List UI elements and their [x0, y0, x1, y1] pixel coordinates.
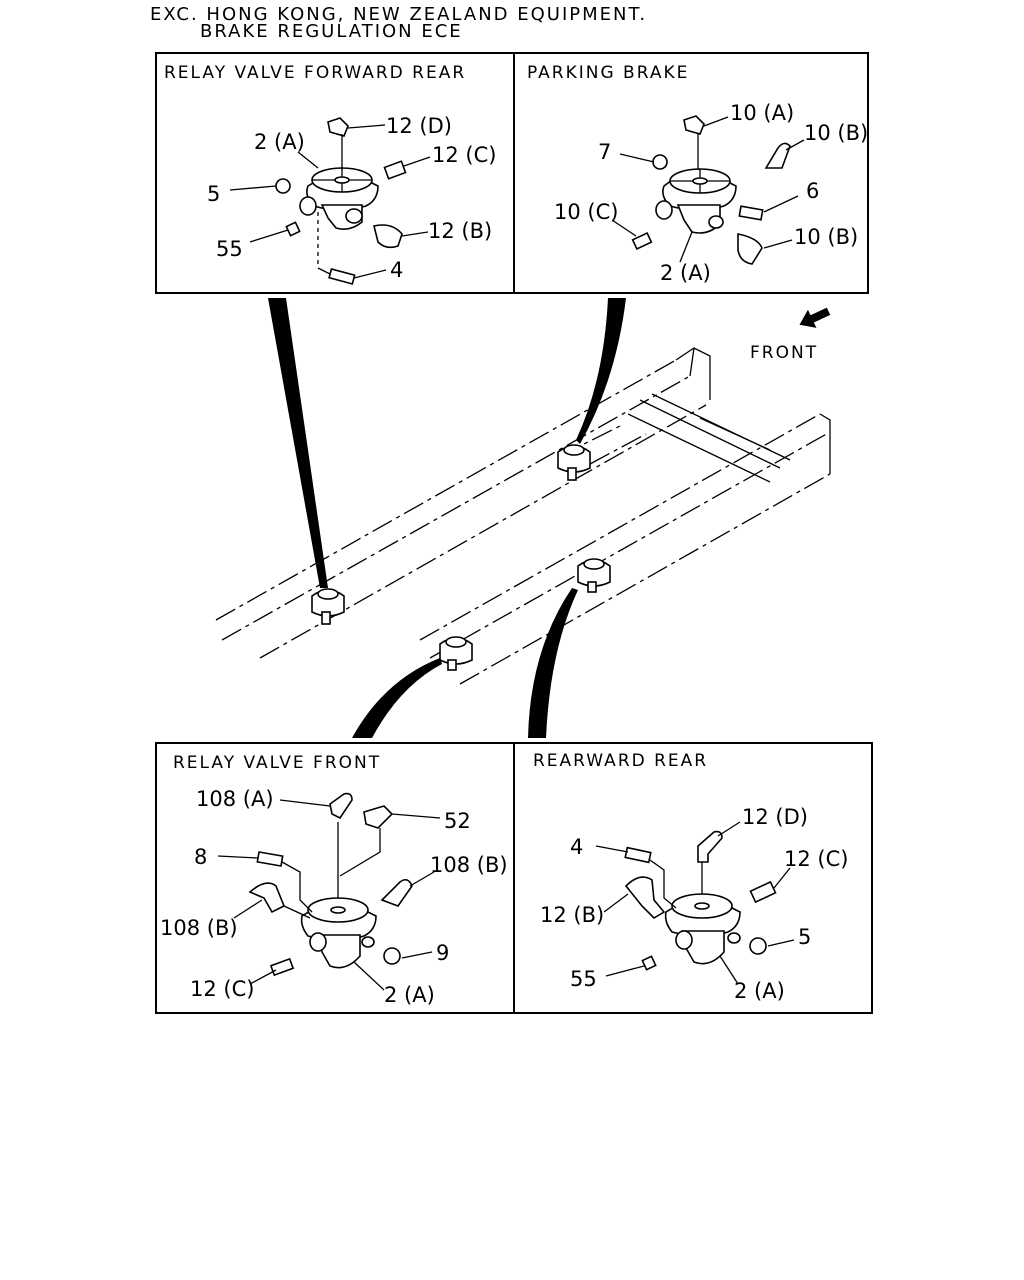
fitting-12d — [327, 117, 349, 137]
nut-9 — [383, 947, 401, 965]
plug-55 — [285, 221, 301, 237]
label-9: 9 — [436, 941, 449, 965]
callout-wedge-parking — [576, 298, 626, 444]
bolt-4 — [328, 268, 356, 285]
label-12c-front: 12 (C) — [190, 977, 254, 1001]
panel-title-relay-forward-rear: RELAY VALVE FORWARD REAR — [164, 63, 466, 83]
fitting-10b-lower — [737, 233, 763, 265]
label-7: 7 — [598, 140, 611, 164]
fitting-108b-right — [380, 878, 413, 907]
label-12d-rear: 12 (D) — [742, 805, 808, 829]
callout-wedge-front — [352, 658, 442, 738]
fitting-108a — [329, 792, 353, 820]
top-panel-frame — [155, 52, 869, 294]
fitting-12d-rear — [697, 830, 723, 863]
label-5-rear: 5 — [798, 925, 811, 949]
label-10a: 10 (A) — [730, 101, 794, 125]
bolt-8 — [256, 851, 284, 867]
label-55-rear: 55 — [570, 967, 597, 991]
label-4: 4 — [390, 258, 403, 282]
fitting-52 — [363, 805, 394, 829]
nut-7 — [652, 154, 668, 170]
label-6: 6 — [806, 179, 819, 203]
panel-title-relay-front: RELAY VALVE FRONT — [173, 753, 381, 773]
label-2a: 2 (A) — [254, 130, 305, 154]
front-arrow-icon — [799, 307, 831, 328]
label-108a: 108 (A) — [196, 787, 274, 811]
fitting-10c — [631, 232, 653, 250]
label-12c: 12 (C) — [432, 143, 496, 167]
label-8: 8 — [194, 845, 207, 869]
valve-relay-front — [300, 897, 377, 969]
callout-wedge-rearward-rear — [528, 588, 578, 738]
fitting-12b — [373, 224, 403, 249]
label-12c-rear: 12 (C) — [784, 847, 848, 871]
label-108b-right: 108 (B) — [430, 853, 508, 877]
fitting-108b-left — [248, 882, 286, 914]
panel-title-rearward-rear: REARWARD REAR — [533, 751, 708, 771]
header-line-2: BRAKE REGULATION ECE — [200, 21, 463, 42]
nut-5 — [275, 178, 291, 194]
label-55: 55 — [216, 237, 243, 261]
front-label: FRONT — [750, 343, 818, 363]
label-2a-parking: 2 (A) — [660, 261, 711, 285]
fitting-12c-rear — [749, 880, 777, 904]
bolt-4-rear — [624, 846, 652, 864]
label-12d: 12 (D) — [386, 114, 452, 138]
chassis-valve-forward-rear — [311, 588, 345, 625]
label-5: 5 — [207, 182, 220, 206]
panel-title-parking-brake: PARKING BRAKE — [527, 63, 689, 83]
nut-5-rear — [749, 937, 767, 955]
fitting-12c-front — [269, 957, 295, 977]
fitting-10a — [683, 115, 705, 135]
valve-relay-forward-rear — [299, 167, 379, 230]
chassis-valve-rearward-rear — [577, 558, 611, 593]
label-10b-lower: 10 (B) — [794, 225, 858, 249]
label-52: 52 — [444, 809, 471, 833]
chassis-valve-parking — [557, 444, 591, 481]
plug-55-rear — [641, 955, 657, 971]
callout-wedge-forward-rear — [268, 298, 328, 588]
header-line-1: EXC. HONG KONG, NEW ZEALAND EQUIPMENT. — [150, 4, 648, 25]
label-10c: 10 (C) — [554, 200, 618, 224]
label-2a-front: 2 (A) — [384, 983, 435, 1007]
label-4-rear: 4 — [570, 835, 583, 859]
label-2a-rear: 2 (A) — [734, 979, 785, 1003]
chassis-valve-front — [439, 636, 473, 671]
label-12b-rear: 12 (B) — [540, 903, 604, 927]
label-12b: 12 (B) — [428, 219, 492, 243]
valve-parking-brake — [655, 168, 737, 234]
valve-rearward-rear — [664, 893, 741, 965]
fitting-12b-rear — [624, 876, 666, 920]
fitting-12c — [383, 160, 407, 180]
label-108b-left: 108 (B) — [160, 916, 238, 940]
label-10b-upper: 10 (B) — [804, 121, 868, 145]
bolt-6 — [738, 205, 764, 221]
fitting-10b-upper — [764, 142, 791, 169]
